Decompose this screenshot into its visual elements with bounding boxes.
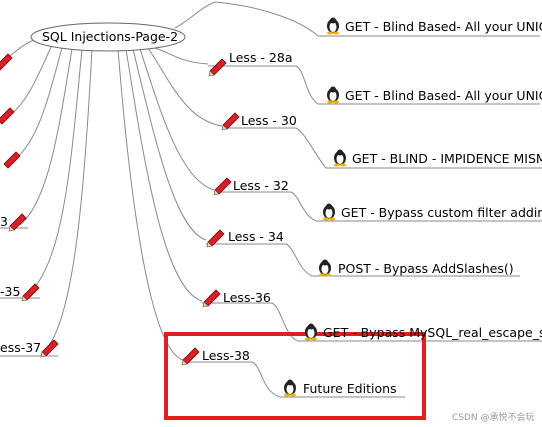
pencil-icon <box>206 229 225 248</box>
node-less-32[interactable]: Less - 32 <box>233 178 289 193</box>
node-less-36[interactable]: Less-36 <box>223 290 271 305</box>
penguin-icon <box>327 86 339 104</box>
pencil-icon <box>21 283 40 302</box>
pencil-icon <box>208 58 227 77</box>
pencil-icon <box>8 213 27 232</box>
node-less-34[interactable]: Less - 34 <box>228 229 284 244</box>
leaf-get-blind-union-1[interactable]: GET - Blind Based- All your UNIO <box>345 19 542 34</box>
leaf-future-editions[interactable]: Future Editions <box>303 381 397 396</box>
watermark: CSDN @承悦不会玩 <box>452 413 535 423</box>
leaf-get-blind-impidence[interactable]: GET - BLIND - IMPIDENCE MISMA <box>352 151 542 166</box>
root-node-label[interactable]: SQL Injections-Page-2 <box>42 29 179 44</box>
highlight-box <box>164 332 426 420</box>
pencil-icon <box>213 177 232 196</box>
node-less-38[interactable]: Less-38 <box>202 348 250 363</box>
pencil-icon <box>221 112 240 131</box>
left-node-partial-3[interactable]: 3 <box>0 214 8 229</box>
pencil-icon <box>3 151 21 169</box>
pencil-icon <box>0 53 13 71</box>
penguin-icons <box>284 17 346 397</box>
penguin-icon <box>323 203 335 221</box>
penguin-icon <box>284 379 296 397</box>
pencil-icon <box>181 347 200 366</box>
penguin-icon <box>327 17 339 35</box>
root-node-ellipse[interactable] <box>30 22 186 52</box>
leaf-post-bypass-addslashes[interactable]: POST - Bypass AddSlashes() <box>338 261 514 276</box>
pencil-icons <box>0 53 240 366</box>
penguin-icon <box>305 323 317 341</box>
left-node-partial-37[interactable]: ess-37 <box>0 340 42 355</box>
leaf-get-bypass-mysql-real-escape[interactable]: GET - Bypass MySQL_real_escape_st <box>323 325 542 340</box>
penguin-icon <box>334 149 346 167</box>
pencil-icon <box>0 107 15 125</box>
root-connectors <box>4 1 223 361</box>
leaf-get-bypass-custom-filter[interactable]: GET - Bypass custom filter addin <box>341 205 542 220</box>
node-less-28a[interactable]: Less - 28a <box>229 50 293 65</box>
left-node-partial-35[interactable]: -35 <box>0 284 21 299</box>
node-less-30[interactable]: Less - 30 <box>241 113 297 128</box>
penguin-icon <box>319 259 331 277</box>
pencil-icon <box>40 339 59 358</box>
node-connectors <box>0 1 542 398</box>
pencil-icon <box>202 289 221 308</box>
leaf-get-blind-union-2[interactable]: GET - Blind Based- All your UNIO <box>345 88 542 103</box>
